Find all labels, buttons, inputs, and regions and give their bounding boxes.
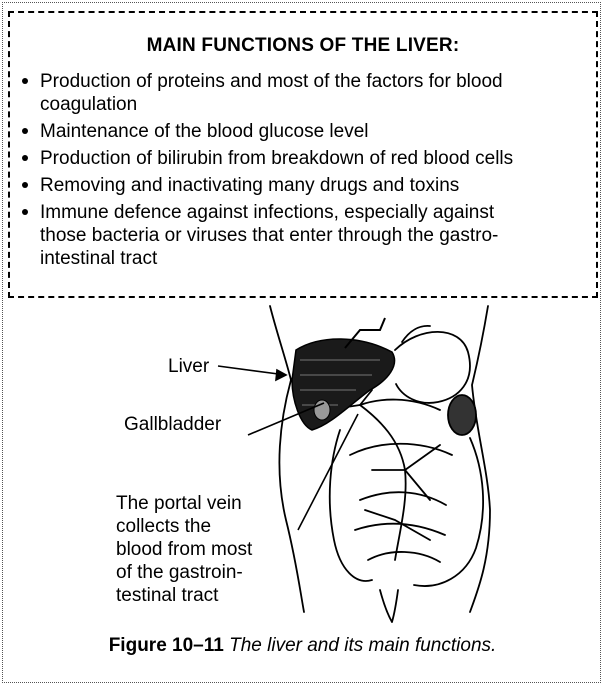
label-portal-line: collects the [116,515,252,538]
label-portal-line: testinal tract [116,584,252,607]
label-portal-line: The portal vein [116,492,252,515]
caption-number: Figure 10–11 [109,635,224,656]
figure-caption: Figure 10–11 The liver and its main func… [0,635,605,657]
label-portal-line: of the gastroin- [116,561,252,584]
caption-text: The liver and its main functions. [229,635,496,656]
label-portal-vein: The portal vein collects the blood from … [116,492,252,607]
label-liver: Liver [168,355,209,378]
label-gallbladder: Gallbladder [124,413,221,436]
label-portal-line: blood from most [116,538,252,561]
